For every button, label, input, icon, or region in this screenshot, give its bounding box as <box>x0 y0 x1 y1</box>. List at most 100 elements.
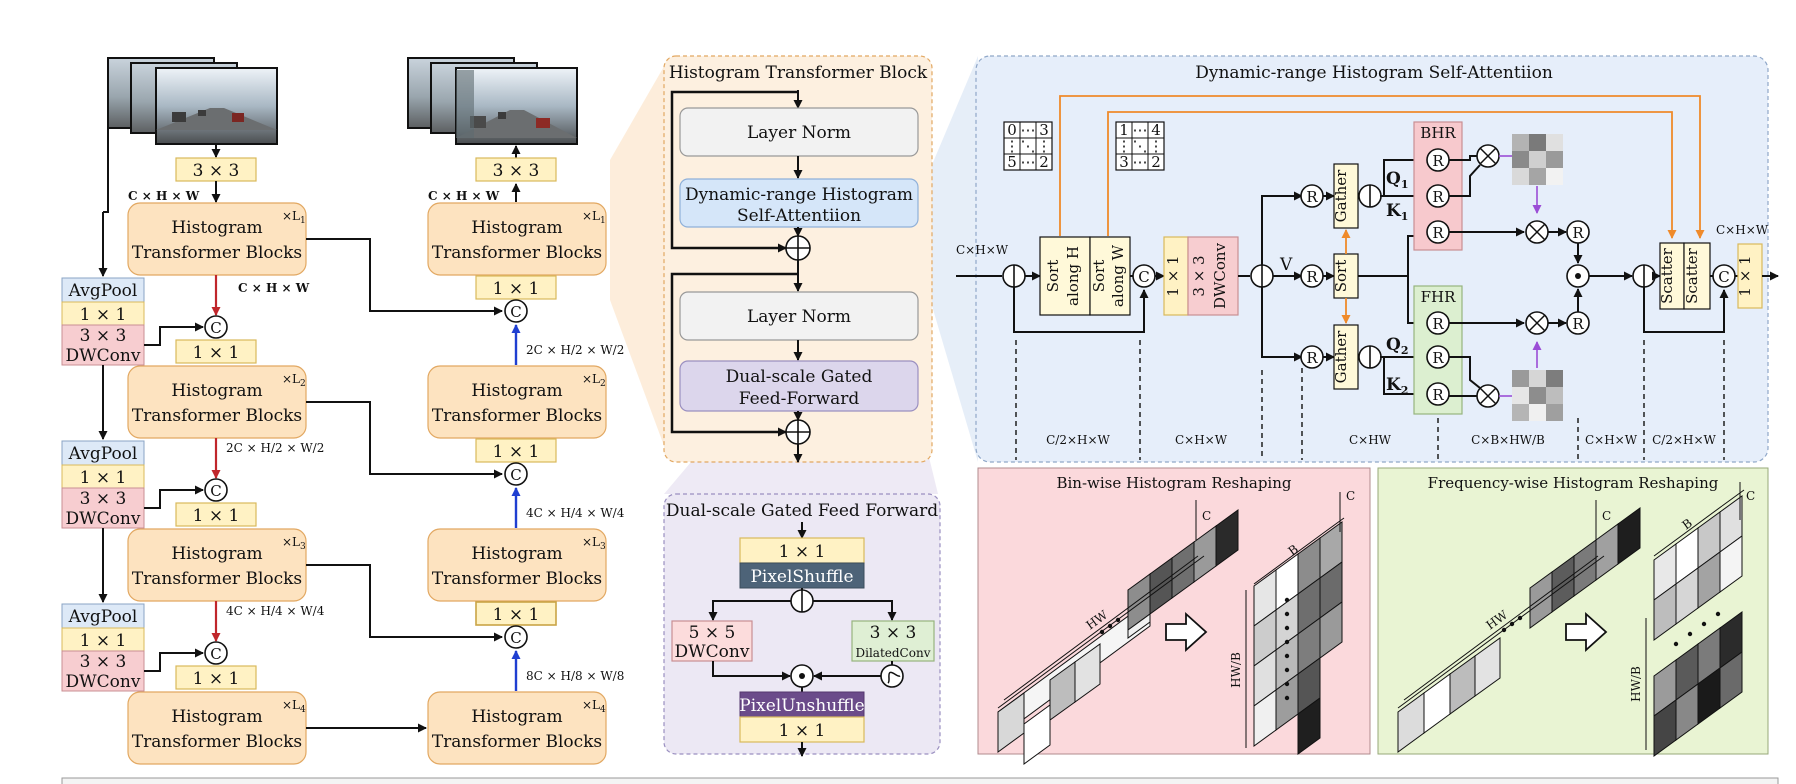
svg-text:⋮: ⋮ <box>1117 137 1132 155</box>
dhsa-reshape-3: R <box>1300 345 1324 369</box>
encoder-fuse-1 <box>175 339 257 364</box>
dhsa-dim-1: C/2×H×W <box>1046 433 1110 447</box>
svg-text:Histogram: Histogram <box>471 544 562 564</box>
dhsa-scatter: Scatter Scatter <box>1658 242 1711 310</box>
encoder-dim-1: C × H × W <box>238 281 310 295</box>
htb-title: Histogram Transformer Block <box>669 63 928 83</box>
dhsa-title: Dynamic-range Histogram Self-Attentiion <box>1195 63 1553 83</box>
svg-text:C: C <box>1602 509 1611 523</box>
encoder-block-2: Histogram Transformer Blocks ×L2 <box>127 365 307 439</box>
decoder-dim-out: C × H × W <box>428 189 500 203</box>
svg-text:×L2: ×L2 <box>282 372 306 389</box>
output-image-stack <box>407 57 578 145</box>
svg-text:5 × 5: 5 × 5 <box>689 623 736 643</box>
dhsa-split-2 <box>1250 264 1274 288</box>
svg-text:⋯: ⋯ <box>1021 153 1036 171</box>
svg-text:R: R <box>1432 188 1444 206</box>
svg-text:AvgPool: AvgPool <box>68 281 138 301</box>
svg-text:C: C <box>210 482 221 500</box>
dhsa-split-5 <box>1632 264 1656 288</box>
svg-text:5: 5 <box>1007 153 1017 171</box>
svg-text:×L1: ×L1 <box>282 209 306 226</box>
dhsa-stage-dividers <box>1015 340 1725 460</box>
zoom-wedge-left <box>610 56 670 462</box>
svg-text:AvgPool: AvgPool <box>68 607 138 627</box>
dgff-split <box>790 589 814 613</box>
bin-before-tensor <box>997 509 1239 765</box>
freq-title: Frequency-wise Histogram Reshaping <box>1428 474 1719 492</box>
dhsa-matmul-qk2 <box>1476 384 1500 408</box>
svg-text:3 × 3: 3 × 3 <box>80 489 127 509</box>
svg-text:Transformer Blocks: Transformer Blocks <box>132 243 302 263</box>
svg-text:1 × 1: 1 × 1 <box>493 279 540 299</box>
svg-text:0: 0 <box>1007 121 1017 139</box>
svg-text:Gather: Gather <box>1332 169 1350 222</box>
dgff-conv3 <box>851 620 935 662</box>
svg-text:Gather: Gather <box>1332 330 1350 383</box>
downsample-2: AvgPool 1 × 1 3 × 3 DWConv <box>61 440 145 529</box>
svg-text:Histogram: Histogram <box>171 707 262 727</box>
dhsa-out-dim: C×H×W <box>1716 223 1769 237</box>
svg-text:DWConv: DWConv <box>675 642 750 662</box>
freq-after-tensor <box>1653 495 1743 757</box>
zoom-wedge-right <box>912 56 978 462</box>
svg-text:Sort: Sort <box>1332 260 1350 293</box>
svg-text:C: C <box>1346 489 1355 503</box>
dhsa-q2: Q2 <box>1386 335 1408 357</box>
dhsa-k2: K2 <box>1386 375 1408 397</box>
svg-text:DWConv: DWConv <box>1211 242 1229 309</box>
svg-text:⋯: ⋯ <box>1133 121 1148 139</box>
decoder-concat-1: C <box>504 299 528 323</box>
dgff-multiply <box>790 664 814 688</box>
dhsa-sort-hw: Sort along H Sort along W <box>1039 236 1131 316</box>
svg-text:DWConv: DWConv <box>66 509 141 529</box>
dhsa-grid-a: 0 ⋯ 3 ⋮ ⋱ ⋮ 5 ⋯ 2 <box>1003 121 1053 171</box>
dhsa-matmul-qk1 <box>1476 144 1500 168</box>
svg-text:3: 3 <box>1039 121 1049 139</box>
svg-text:1 × 1: 1 × 1 <box>779 721 826 741</box>
svg-text:Transformer Blocks: Transformer Blocks <box>132 569 302 589</box>
dhsa-bhr-r3: R <box>1426 220 1450 244</box>
svg-text:4: 4 <box>1151 121 1161 139</box>
svg-text:along H: along H <box>1064 246 1082 306</box>
svg-text:3 × 3: 3 × 3 <box>1190 255 1208 296</box>
svg-text:R: R <box>1572 224 1584 242</box>
encoder-concat-2: C <box>204 478 228 502</box>
htb-add-2 <box>785 419 811 445</box>
encoder-block-1: Histogram Transformer Blocks ×L1 <box>127 202 307 276</box>
svg-text:×L2: ×L2 <box>582 372 606 389</box>
encoder-dim-3: 4C × H/4 × W/4 <box>226 604 325 618</box>
svg-text:×L3: ×L3 <box>282 535 306 552</box>
svg-text:Dual-scale Gated: Dual-scale Gated <box>726 367 873 387</box>
dhsa-matmul-v2 <box>1525 311 1549 335</box>
decoder-fuse-1 <box>475 275 557 300</box>
svg-text:1 × 1: 1 × 1 <box>80 631 127 651</box>
svg-text:×L3: ×L3 <box>582 535 606 552</box>
dhsa-dim-6: C/2×H×W <box>1652 433 1716 447</box>
decoder-block-4: Histogram Transformer Blocks ×L4 <box>427 691 607 765</box>
bin-arrow <box>1165 611 1208 653</box>
svg-text:along W: along W <box>1109 244 1127 307</box>
svg-text:Transformer Blocks: Transformer Blocks <box>132 406 302 426</box>
decoder-block-1: Histogram Transformer Blocks ×L1 <box>427 202 607 276</box>
svg-text:Scatter: Scatter <box>1658 247 1676 304</box>
svg-text:1 × 1: 1 × 1 <box>1736 255 1754 296</box>
dhsa-dim-2: C×H×W <box>1175 433 1228 447</box>
dhsa-dim-3: C×HW <box>1349 433 1392 447</box>
dhsa-fhr-r3: R <box>1426 382 1450 406</box>
dhsa-q1: Q1 <box>1386 169 1408 191</box>
svg-text:C: C <box>510 303 521 321</box>
svg-text:⋯: ⋯ <box>1021 121 1036 139</box>
encoder-conv-in-label: 3 × 3 <box>193 161 240 181</box>
svg-text:FHR: FHR <box>1421 288 1456 306</box>
dgff-title: Dual-scale Gated Feed Forward <box>666 501 938 521</box>
dgff-gelu <box>880 664 904 688</box>
decoder-concat-3: C <box>504 625 528 649</box>
svg-text:DilatedConv: DilatedConv <box>856 646 931 660</box>
svg-text:C: C <box>210 319 221 337</box>
svg-text:Histogram: Histogram <box>471 381 562 401</box>
svg-text:R: R <box>1572 315 1584 333</box>
dhsa-bhr-r2: R <box>1426 184 1450 208</box>
dhsa-reshape-1: R <box>1300 184 1324 208</box>
